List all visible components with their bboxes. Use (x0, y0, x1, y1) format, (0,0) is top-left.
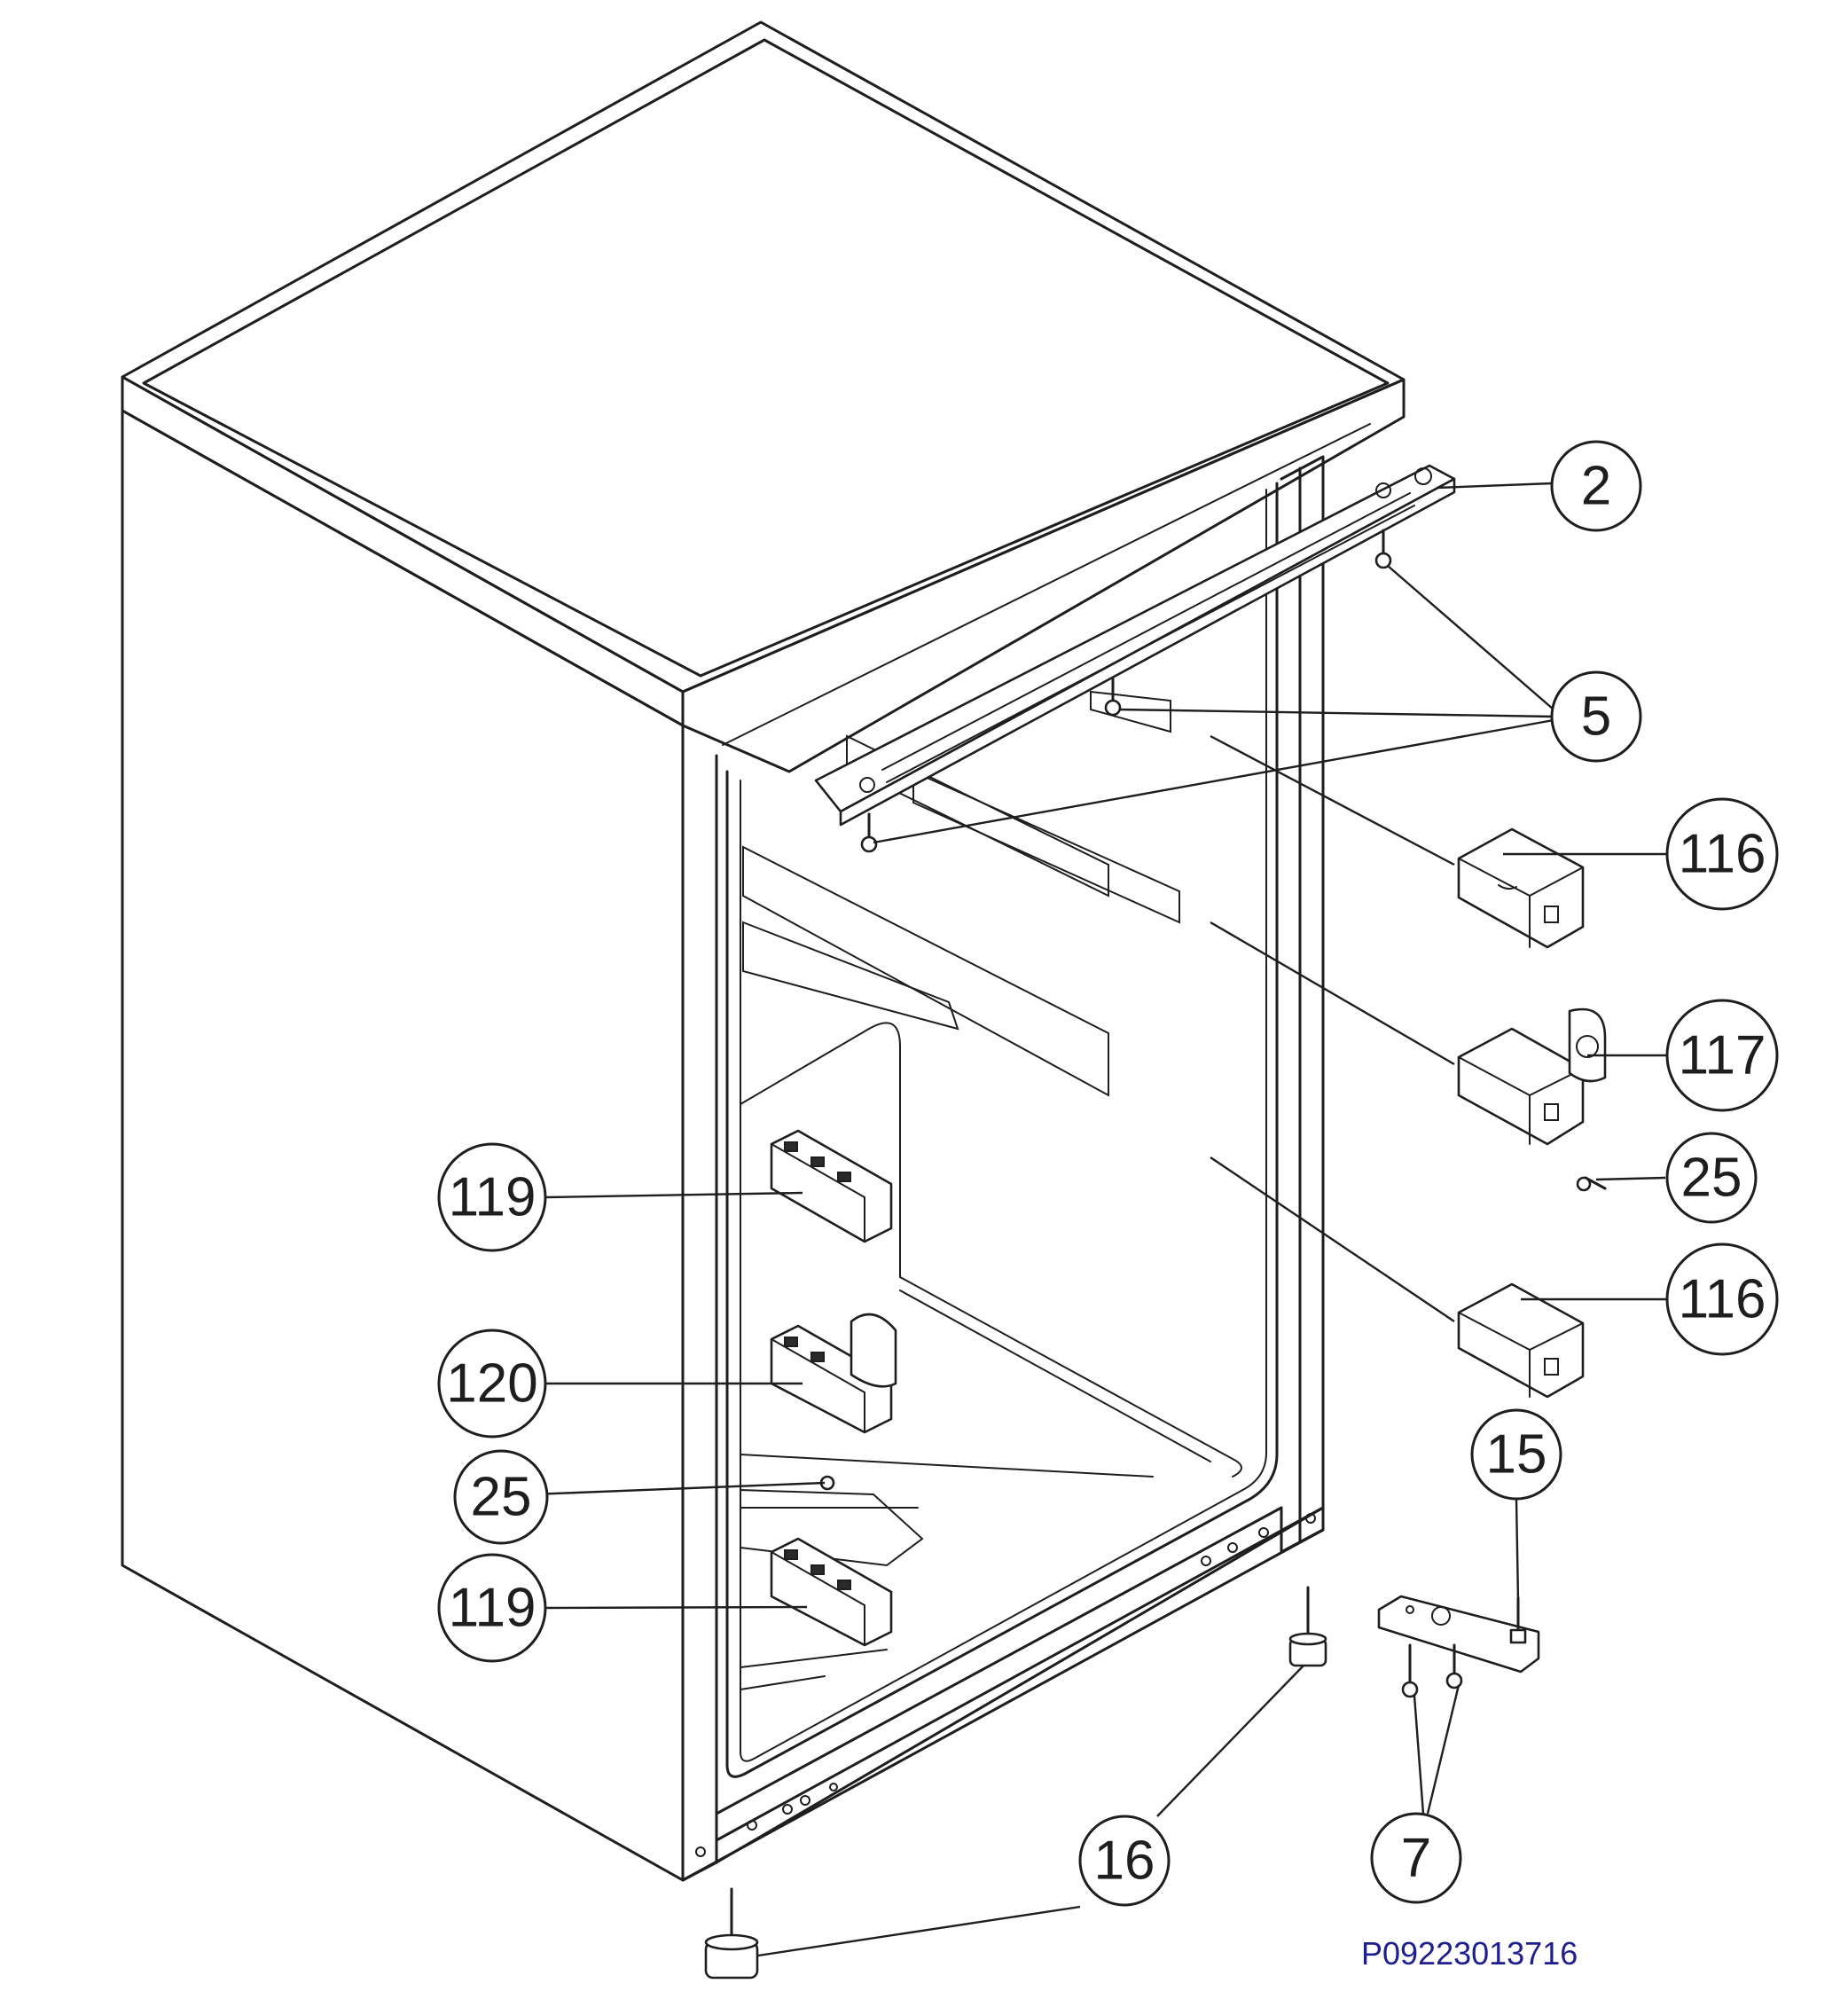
callout-116-upper: 116 (1665, 797, 1779, 911)
levelling-foot-upper (1288, 1586, 1327, 1667)
screw-icon (1445, 1643, 1463, 1689)
shelf-brace-1 (742, 845, 1109, 1097)
callout-120: 120 (437, 1329, 547, 1439)
callout-15-label: 15 (1486, 1424, 1547, 1486)
cabinet (121, 20, 1406, 1882)
screw-icon (1104, 677, 1122, 717)
callout-16: 16 (1078, 1815, 1171, 1907)
front-frame-left (681, 724, 718, 1882)
callout-5-label: 5 (1581, 686, 1611, 748)
callout-116-lower-label: 116 (1679, 1269, 1766, 1330)
shelf-support-120 (770, 1313, 897, 1434)
leader-lines (531, 482, 1667, 1957)
callout-119-upper: 119 (437, 1142, 547, 1252)
cabinet-opening (725, 482, 1279, 1778)
callout-117: 117 (1665, 999, 1779, 1112)
callout-119-lower: 119 (437, 1553, 547, 1663)
plinth-holes (695, 1513, 1316, 1857)
worktop-top-inner (142, 38, 1390, 678)
callout-25-right-label: 25 (1681, 1148, 1742, 1209)
screws-5 (860, 529, 1392, 853)
cabinet-side-panel (121, 409, 685, 1882)
callout-120-label: 120 (446, 1353, 537, 1415)
callout-116-upper-label: 116 (1679, 824, 1766, 885)
shelf-support-119-lower (770, 1537, 893, 1647)
screw-icon (860, 812, 878, 853)
inner-back-panel (740, 1022, 901, 1278)
drawing-code: P09223013716 (1361, 1935, 1578, 1972)
shelf-brace-4 (846, 734, 1109, 898)
callout-15: 15 (1470, 1408, 1562, 1501)
callout-25-left: 25 (453, 1449, 549, 1545)
screws-7 (1401, 1643, 1463, 1698)
callout-16-label: 16 (1094, 1831, 1155, 1892)
hinge-block-117 (1457, 1007, 1607, 1146)
bottom-hinge-plate-15 (1377, 1595, 1540, 1674)
top-hinge-bar (814, 464, 1456, 827)
worktop-left-edge (121, 375, 685, 727)
screw-icon (1401, 1643, 1419, 1698)
callout-2: 2 (1550, 440, 1642, 532)
callout-2-label: 2 (1581, 456, 1611, 517)
callout-7: 7 (1370, 1812, 1462, 1904)
bottom-shelf-tray (740, 1488, 924, 1567)
callout-116-lower: 116 (1665, 1243, 1779, 1356)
callout-119-lower-label: 119 (449, 1578, 536, 1639)
levelling-foot-lower (704, 1887, 759, 1980)
shelf-support-119-upper (770, 1129, 893, 1243)
callout-117-label: 117 (1679, 1025, 1766, 1086)
callout-25-right: 25 (1665, 1132, 1758, 1224)
callout-25-left-label: 25 (471, 1467, 532, 1528)
shelf-brace-2 (742, 921, 959, 1031)
callout-119-upper-label: 119 (449, 1167, 536, 1228)
front-frame-right (1280, 455, 1325, 1554)
shelf-brace-3 (912, 770, 1180, 924)
shelf-brace-5 (1090, 690, 1171, 733)
callout-7-label: 7 (1401, 1828, 1431, 1889)
hinge-block-116-lower (1457, 1282, 1585, 1399)
callout-5: 5 (1550, 670, 1642, 763)
screw-icon (1374, 529, 1392, 569)
screw-25-right (1576, 1176, 1607, 1192)
hinge-block-116-upper (1457, 827, 1585, 949)
